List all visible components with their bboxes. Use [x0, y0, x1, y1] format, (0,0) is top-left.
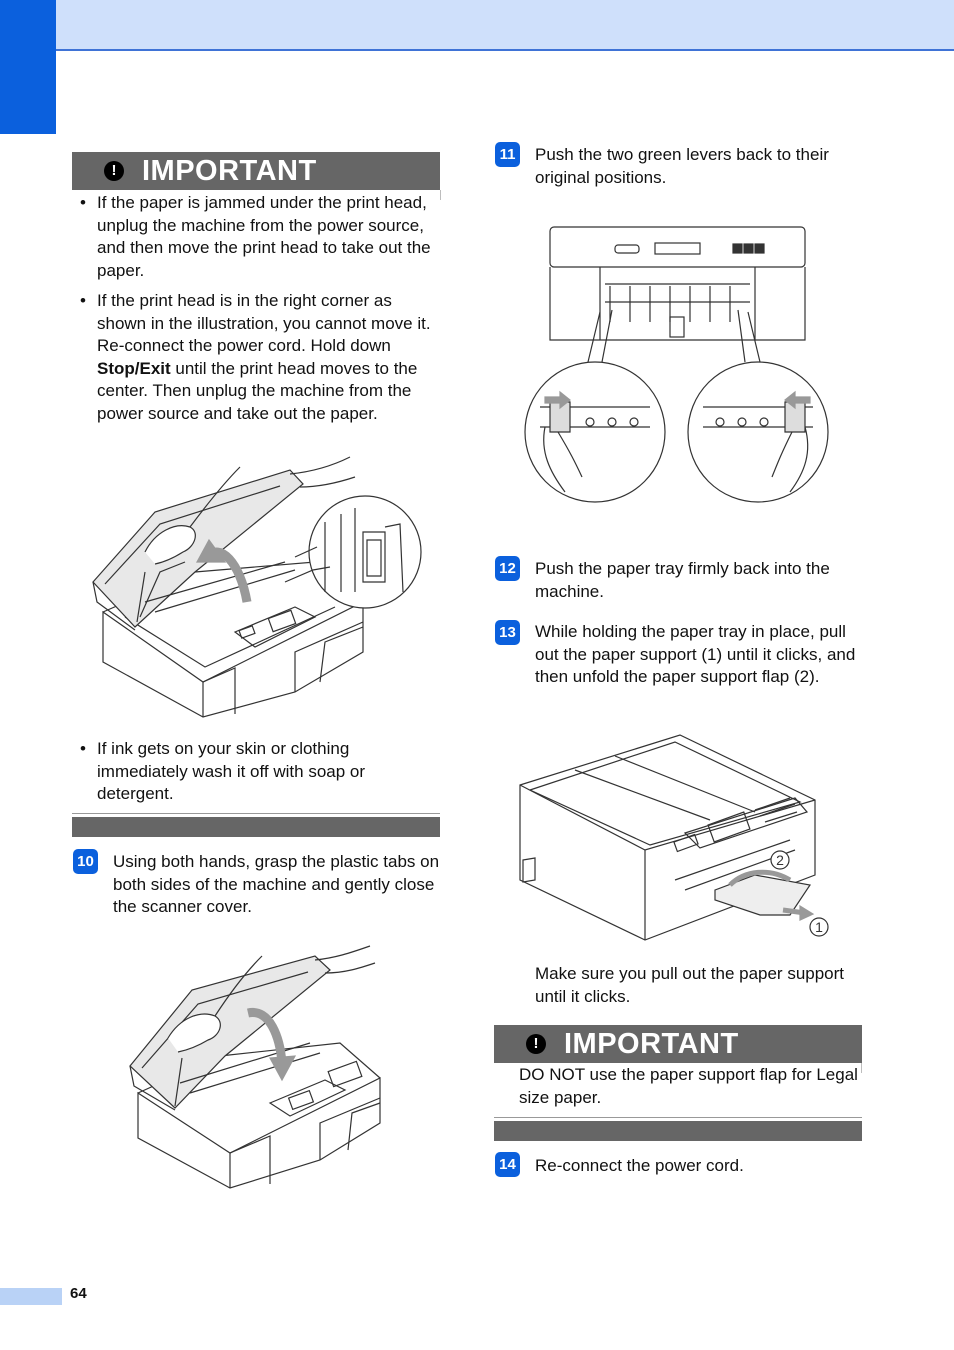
- important-text: DO NOT use the paper support flap for Le…: [519, 1065, 858, 1107]
- important-footer-bar: [494, 1121, 862, 1141]
- bullet-text-part: until the print head moves to the center…: [97, 358, 418, 423]
- header-bar: [0, 0, 954, 51]
- callout-one: 1: [815, 919, 823, 935]
- step-text: While holding the paper tray in place, p…: [535, 622, 856, 686]
- callout-two: 2: [776, 852, 784, 868]
- step-note: Make sure you pull out the paper support…: [535, 964, 845, 1006]
- printer-open-cover-illustration: [92, 456, 422, 718]
- step-number-badge: 13: [495, 620, 520, 645]
- list-item: • If ink gets on your skin or clothing i…: [80, 738, 440, 808]
- bullet-icon: •: [80, 291, 86, 310]
- step-text: Push the two green levers back to their …: [535, 145, 829, 187]
- important-header: ! IMPORTANT: [72, 152, 440, 190]
- important-box-border: [861, 1063, 862, 1073]
- bullet-text: If the print head is in the right corner…: [97, 290, 440, 425]
- step-number-badge: 12: [495, 556, 520, 581]
- bullet-icon: •: [80, 739, 86, 758]
- page-tab: [0, 1288, 62, 1305]
- important-header: ! IMPORTANT: [494, 1025, 862, 1063]
- bullet-text: If ink gets on your skin or clothing imm…: [97, 739, 366, 803]
- important-title: IMPORTANT: [142, 155, 317, 187]
- list-item: • If the print head is in the right corn…: [80, 290, 440, 430]
- important-box-border: [72, 813, 440, 814]
- step-number-badge: 10: [73, 849, 98, 874]
- printer-closing-cover-illustration: [129, 945, 381, 1189]
- page-number: 64: [70, 1285, 87, 1302]
- step-number-badge: 11: [495, 142, 520, 167]
- important-title: IMPORTANT: [564, 1028, 739, 1060]
- step-number-badge: 14: [495, 1152, 520, 1177]
- bullet-text: If the paper is jammed under the print h…: [97, 193, 431, 280]
- stop-exit-key-label: Stop/Exit: [97, 358, 171, 378]
- important-footer-bar: [72, 817, 440, 837]
- green-levers-illustration: [524, 226, 829, 503]
- warning-icon: !: [104, 161, 124, 181]
- important-box-border: [440, 190, 441, 200]
- step-text: Re-connect the power cord.: [535, 1156, 744, 1175]
- step-text: Push the paper tray firmly back into the…: [535, 559, 830, 601]
- chapter-tab: [0, 0, 56, 134]
- warning-icon: !: [526, 1034, 546, 1054]
- bullet-text-part: If the print head is in the right corner…: [97, 291, 431, 355]
- step-text: Using both hands, grasp the plastic tabs…: [113, 852, 440, 916]
- paper-support-illustration: 2 1: [519, 734, 829, 941]
- list-item: • If the paper is jammed under the print…: [80, 192, 440, 284]
- bullet-icon: •: [80, 193, 86, 212]
- important-box-border: [494, 1117, 862, 1118]
